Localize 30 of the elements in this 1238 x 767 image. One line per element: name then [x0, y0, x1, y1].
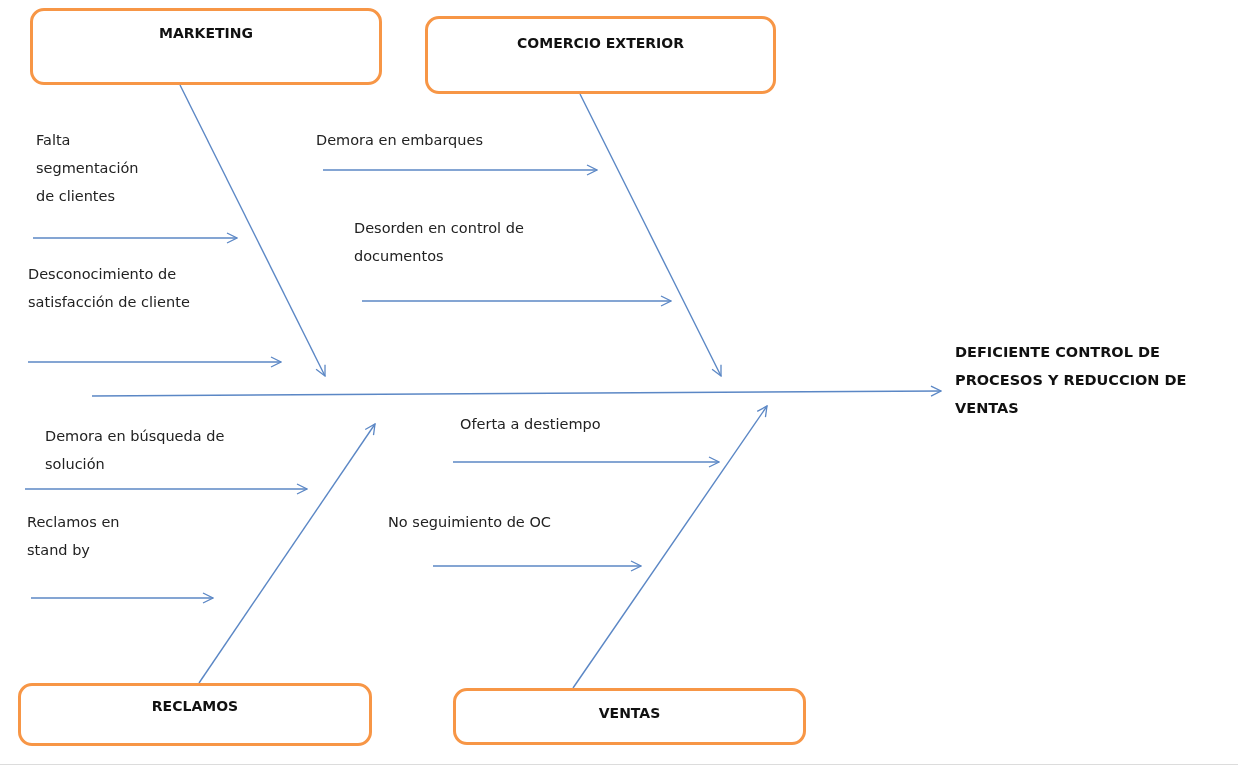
arrow — [30, 592, 214, 604]
arrow — [24, 483, 308, 495]
category-label: MARKETING — [159, 25, 253, 41]
cause-label: Oferta a destiempo — [460, 415, 602, 434]
cause-label: Falta segmentación de clientes — [36, 131, 140, 206]
arrow — [361, 295, 672, 307]
cause-label: Desorden en control de documentos — [354, 219, 525, 266]
category-box — [30, 8, 382, 85]
cause-label: Demora en embarques — [316, 131, 484, 150]
category-box — [453, 688, 806, 745]
arrow — [579, 93, 722, 377]
arrow — [179, 84, 326, 377]
cause-label: Reclamos en stand by — [27, 513, 121, 560]
arrow — [27, 356, 282, 368]
cause-label: Desconocimiento de satisfacción de cliente — [28, 265, 191, 312]
category-box — [425, 16, 776, 94]
arrow — [452, 456, 720, 468]
cause-label: No seguimiento de OC — [388, 513, 552, 532]
category-label: VENTAS — [598, 705, 661, 721]
category-box — [18, 683, 372, 746]
cause-label: Demora en búsqueda de solución — [45, 427, 225, 474]
arrow — [32, 232, 238, 244]
category-label: RECLAMOS — [151, 698, 239, 714]
arrow — [432, 560, 642, 572]
effect-label: DEFICIENTE CONTROL DE PROCESOS Y REDUCCION DE VENTAS — [955, 343, 1188, 418]
arrow — [572, 405, 768, 689]
arrow — [198, 423, 376, 684]
category-label: COMERCIO EXTERIOR — [517, 35, 684, 51]
arrow — [322, 164, 598, 176]
arrow — [91, 385, 942, 397]
